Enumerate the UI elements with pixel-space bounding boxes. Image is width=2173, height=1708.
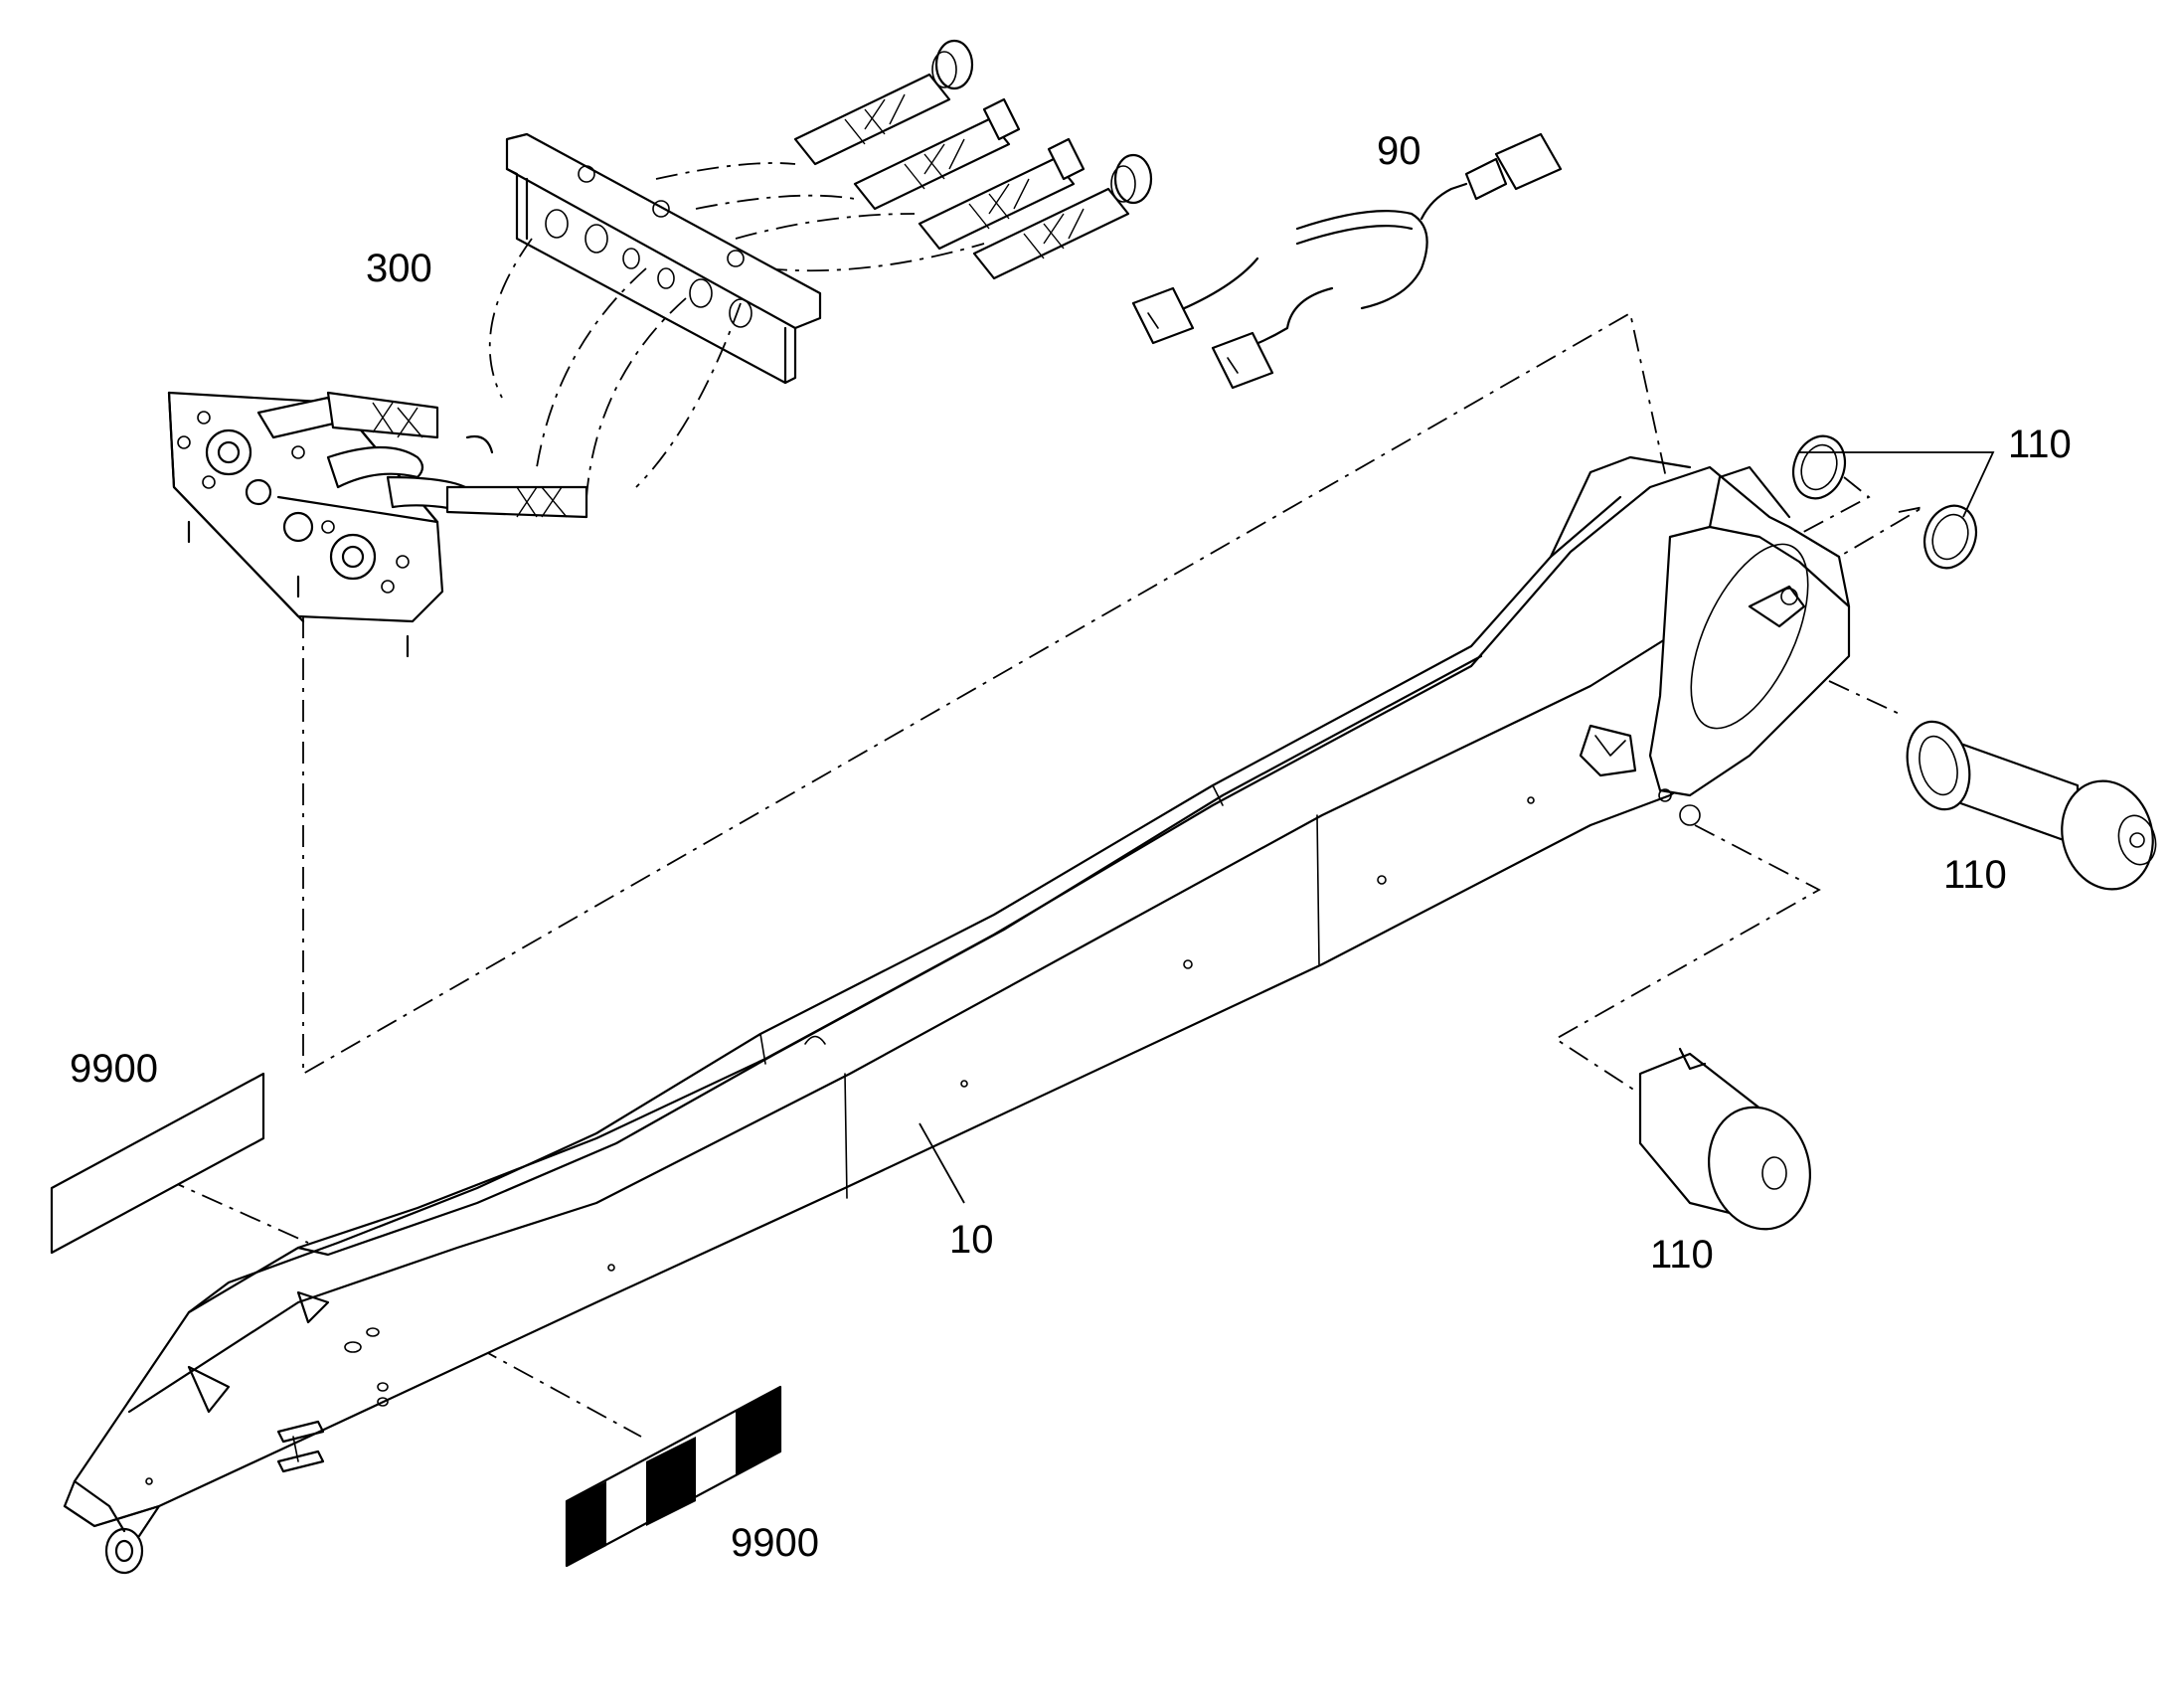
pin-parts [1638, 434, 2157, 1231]
assembly-lines [163, 162, 1924, 1438]
callout-10: 10 [949, 1218, 994, 1262]
valve-block-assembly [167, 391, 588, 658]
callout-110-rings: 110 [2008, 423, 2072, 466]
callout-110-long-pin: 110 [1943, 853, 2007, 897]
callout-110-short-pin: 110 [1650, 1233, 1714, 1277]
callout-300: 300 [366, 247, 432, 290]
callout-90: 90 [1377, 129, 1421, 173]
callout-labels: 300 90 110 110 110 10 9900 9900 [70, 129, 2072, 1565]
clamp-rail [505, 132, 822, 385]
callout-9900-plain: 9900 [70, 1047, 158, 1091]
hose-fittings [793, 39, 1153, 280]
wiring-harness [1131, 132, 1563, 390]
leader-lines [919, 451, 1995, 1204]
decals [50, 1072, 782, 1568]
boom-arm [63, 455, 1851, 1575]
callout-9900-striped: 9900 [731, 1521, 819, 1565]
